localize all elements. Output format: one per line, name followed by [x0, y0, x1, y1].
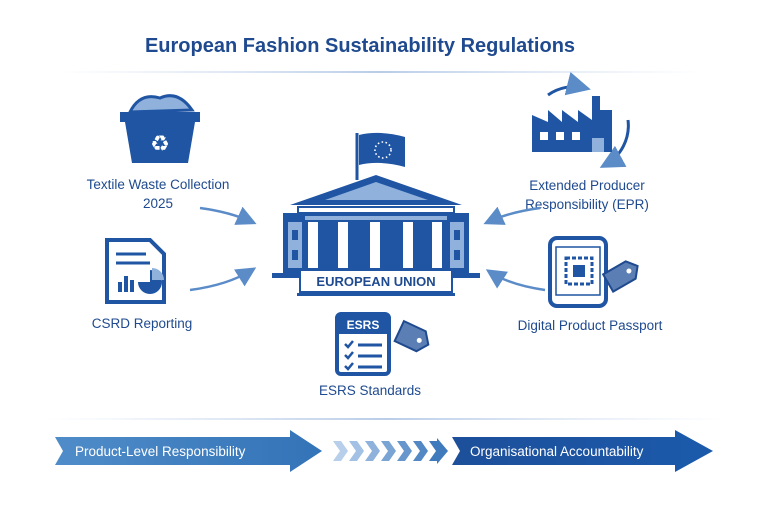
epr-label-line1: Extended Producer	[529, 178, 645, 193]
flow-divider	[45, 418, 725, 420]
report-document-icon	[105, 238, 166, 304]
factory-cycle-icon	[532, 72, 630, 168]
page-title: European Fashion Sustainability Regulati…	[145, 35, 575, 57]
svg-text:♻: ♻	[150, 131, 170, 156]
arrow-csrd-to-eu	[189, 267, 257, 292]
dpp-label: Digital Product Passport	[518, 318, 663, 333]
flow-end-label: Organisational Accountability	[470, 444, 644, 459]
phone-qr-tag-icon	[548, 236, 639, 308]
textile-label-line2: 2025	[143, 196, 173, 211]
arrow-dpp-to-eu	[485, 269, 546, 292]
flow-start-label: Product-Level Responsibility	[75, 444, 246, 459]
title-divider	[55, 71, 705, 73]
flow-chevrons	[333, 438, 448, 464]
flow-start-arrow	[55, 430, 322, 472]
esrs-badge: ESRS	[347, 318, 380, 332]
esrs-label: ESRS Standards	[319, 383, 421, 398]
recycling-basket-icon: ♻	[120, 94, 200, 163]
epr-label-line2: Responsibility (EPR)	[525, 197, 649, 212]
csrd-label: CSRD Reporting	[92, 316, 193, 331]
textile-label-line1: Textile Waste Collection	[87, 177, 230, 192]
eu-parliament-building-icon	[272, 132, 480, 296]
flow-end-arrow	[452, 430, 713, 472]
clipboard-checklist-icon	[335, 312, 430, 376]
arrow-epr-to-eu	[483, 206, 541, 225]
eu-label: EUROPEAN UNION	[316, 274, 435, 289]
arrow-textile-to-eu	[199, 206, 257, 225]
connector-arrows	[189, 206, 546, 292]
